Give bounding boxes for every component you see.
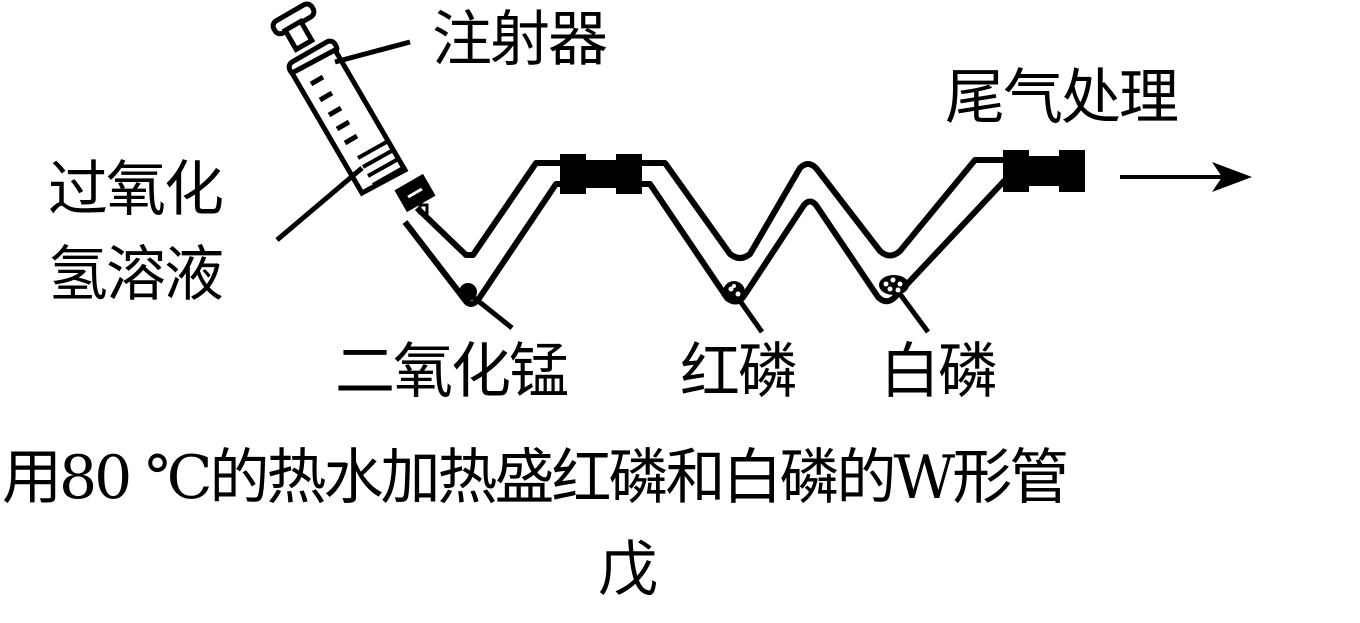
label-h2o2-line1: 过氧化 <box>48 155 224 225</box>
label-exhaust: 尾气处理 <box>945 63 1179 133</box>
label-h2o2-line2: 氢溶液 <box>48 240 224 310</box>
rubber-connector-1 <box>560 154 642 194</box>
rubber-connector-2 <box>1003 150 1085 192</box>
syringe-icon <box>270 1 436 215</box>
white-phosphorus <box>879 275 909 295</box>
leader-white-p <box>897 292 931 334</box>
leader-syringe <box>334 39 411 65</box>
caption-line2: 戊 <box>598 535 658 605</box>
label-red-phosphorus: 红磷 <box>680 337 798 407</box>
leader-mno2 <box>470 294 514 330</box>
label-white-phosphorus: 白磷 <box>880 337 998 407</box>
caption-line1: 用80 ℃的热水加热盛红磷和白磷的W形管 <box>2 443 1069 513</box>
w-tube <box>402 157 1008 307</box>
leader-red-p <box>735 296 765 334</box>
arrow-right-icon <box>1120 162 1252 192</box>
label-mno2: 二氧化锰 <box>335 337 569 407</box>
leader-h2o2 <box>275 166 364 242</box>
label-syringe: 注射器 <box>432 5 608 75</box>
